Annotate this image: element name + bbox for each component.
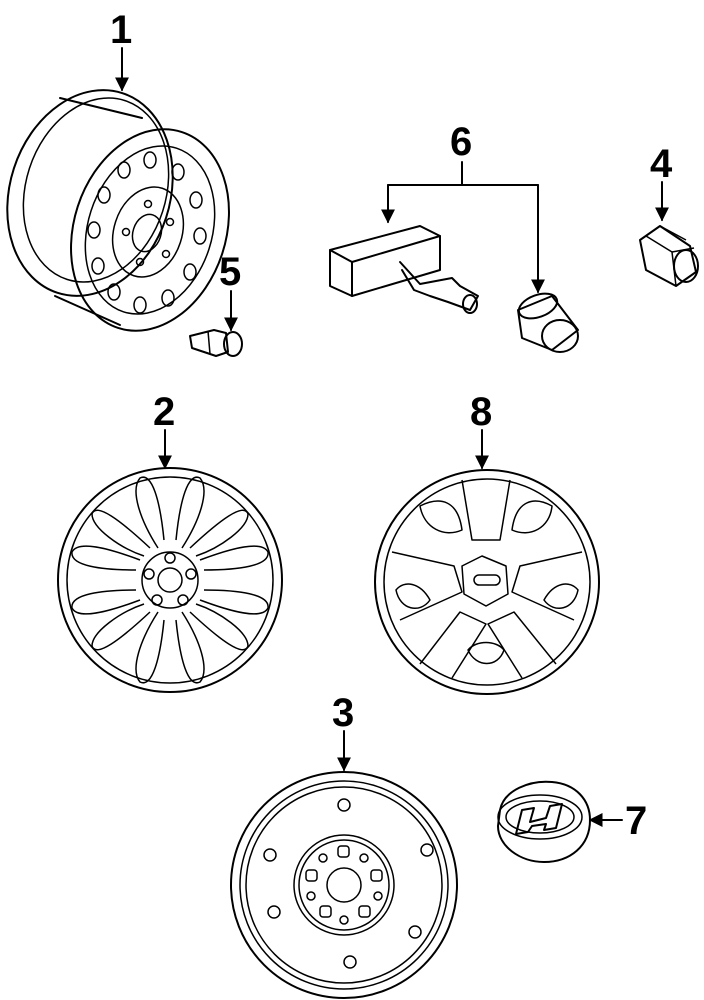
- callout-number: 7: [625, 799, 647, 843]
- callout-number: 3: [332, 691, 354, 735]
- tpms-sensor-icon: [329, 225, 579, 353]
- callout-8: 8: [470, 390, 492, 470]
- valve-stem-icon: [189, 329, 243, 357]
- callout-number: 6: [450, 120, 472, 164]
- callout-3: 3: [332, 691, 354, 772]
- steel-wheel-icon: [6, 89, 230, 332]
- callout-1: 1: [110, 8, 132, 92]
- callout-2: 2: [153, 390, 175, 470]
- valve-cap-icon: [639, 225, 699, 287]
- spare-wheel-icon: [230, 771, 458, 999]
- callout-4: 4: [650, 142, 673, 222]
- callout-number: 2: [153, 390, 175, 434]
- center-cap-icon: [497, 780, 591, 863]
- callout-number: 8: [470, 390, 492, 434]
- callout-5: 5: [219, 250, 241, 332]
- callout-7: 7: [588, 799, 647, 843]
- callout-6: 6: [381, 120, 545, 294]
- callout-number: 5: [219, 250, 241, 294]
- callout-number: 1: [110, 8, 132, 52]
- callout-number: 4: [650, 142, 673, 186]
- wheel-cover-icon: [374, 469, 600, 695]
- alloy-wheel-icon: [57, 467, 283, 693]
